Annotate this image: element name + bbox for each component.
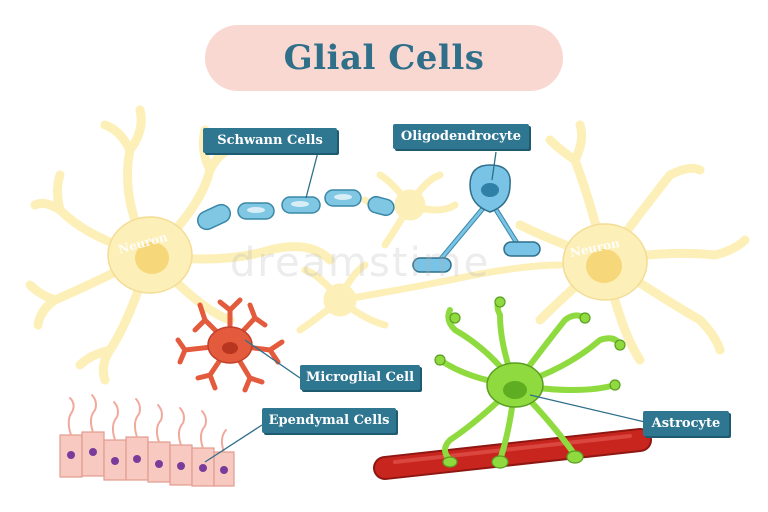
- label-schwann-cells: Schwann Cells: [203, 128, 337, 153]
- watermark: dreamstime: [230, 240, 491, 286]
- neuron-middle-lower: [296, 261, 564, 334]
- schwann-cells: [196, 189, 395, 231]
- label-ependymal-cells: Ependymal Cells: [262, 408, 396, 433]
- label-microglial-cell: Microglial Cell: [300, 365, 420, 390]
- astrocyte: [434, 296, 626, 469]
- oligodendrocyte: [412, 164, 541, 273]
- page-title: Glial Cells: [283, 38, 485, 78]
- label-astrocyte: Astrocyte: [643, 411, 729, 436]
- neuron-left: [25, 105, 335, 385]
- label-oligodendrocyte: Oligodendrocyte: [393, 124, 529, 149]
- microglial-cell: [175, 297, 285, 393]
- ependymal-cells: [59, 394, 235, 487]
- neuron-right-nucleus: [586, 249, 622, 283]
- neuron-left-nucleus: [135, 242, 169, 274]
- neuron-right: [515, 120, 750, 365]
- leader-lines: [204, 151, 646, 463]
- blood-vessel: [373, 428, 652, 480]
- neuron-middle-upper: [361, 171, 459, 249]
- title-banner: Glial Cells: [205, 25, 563, 91]
